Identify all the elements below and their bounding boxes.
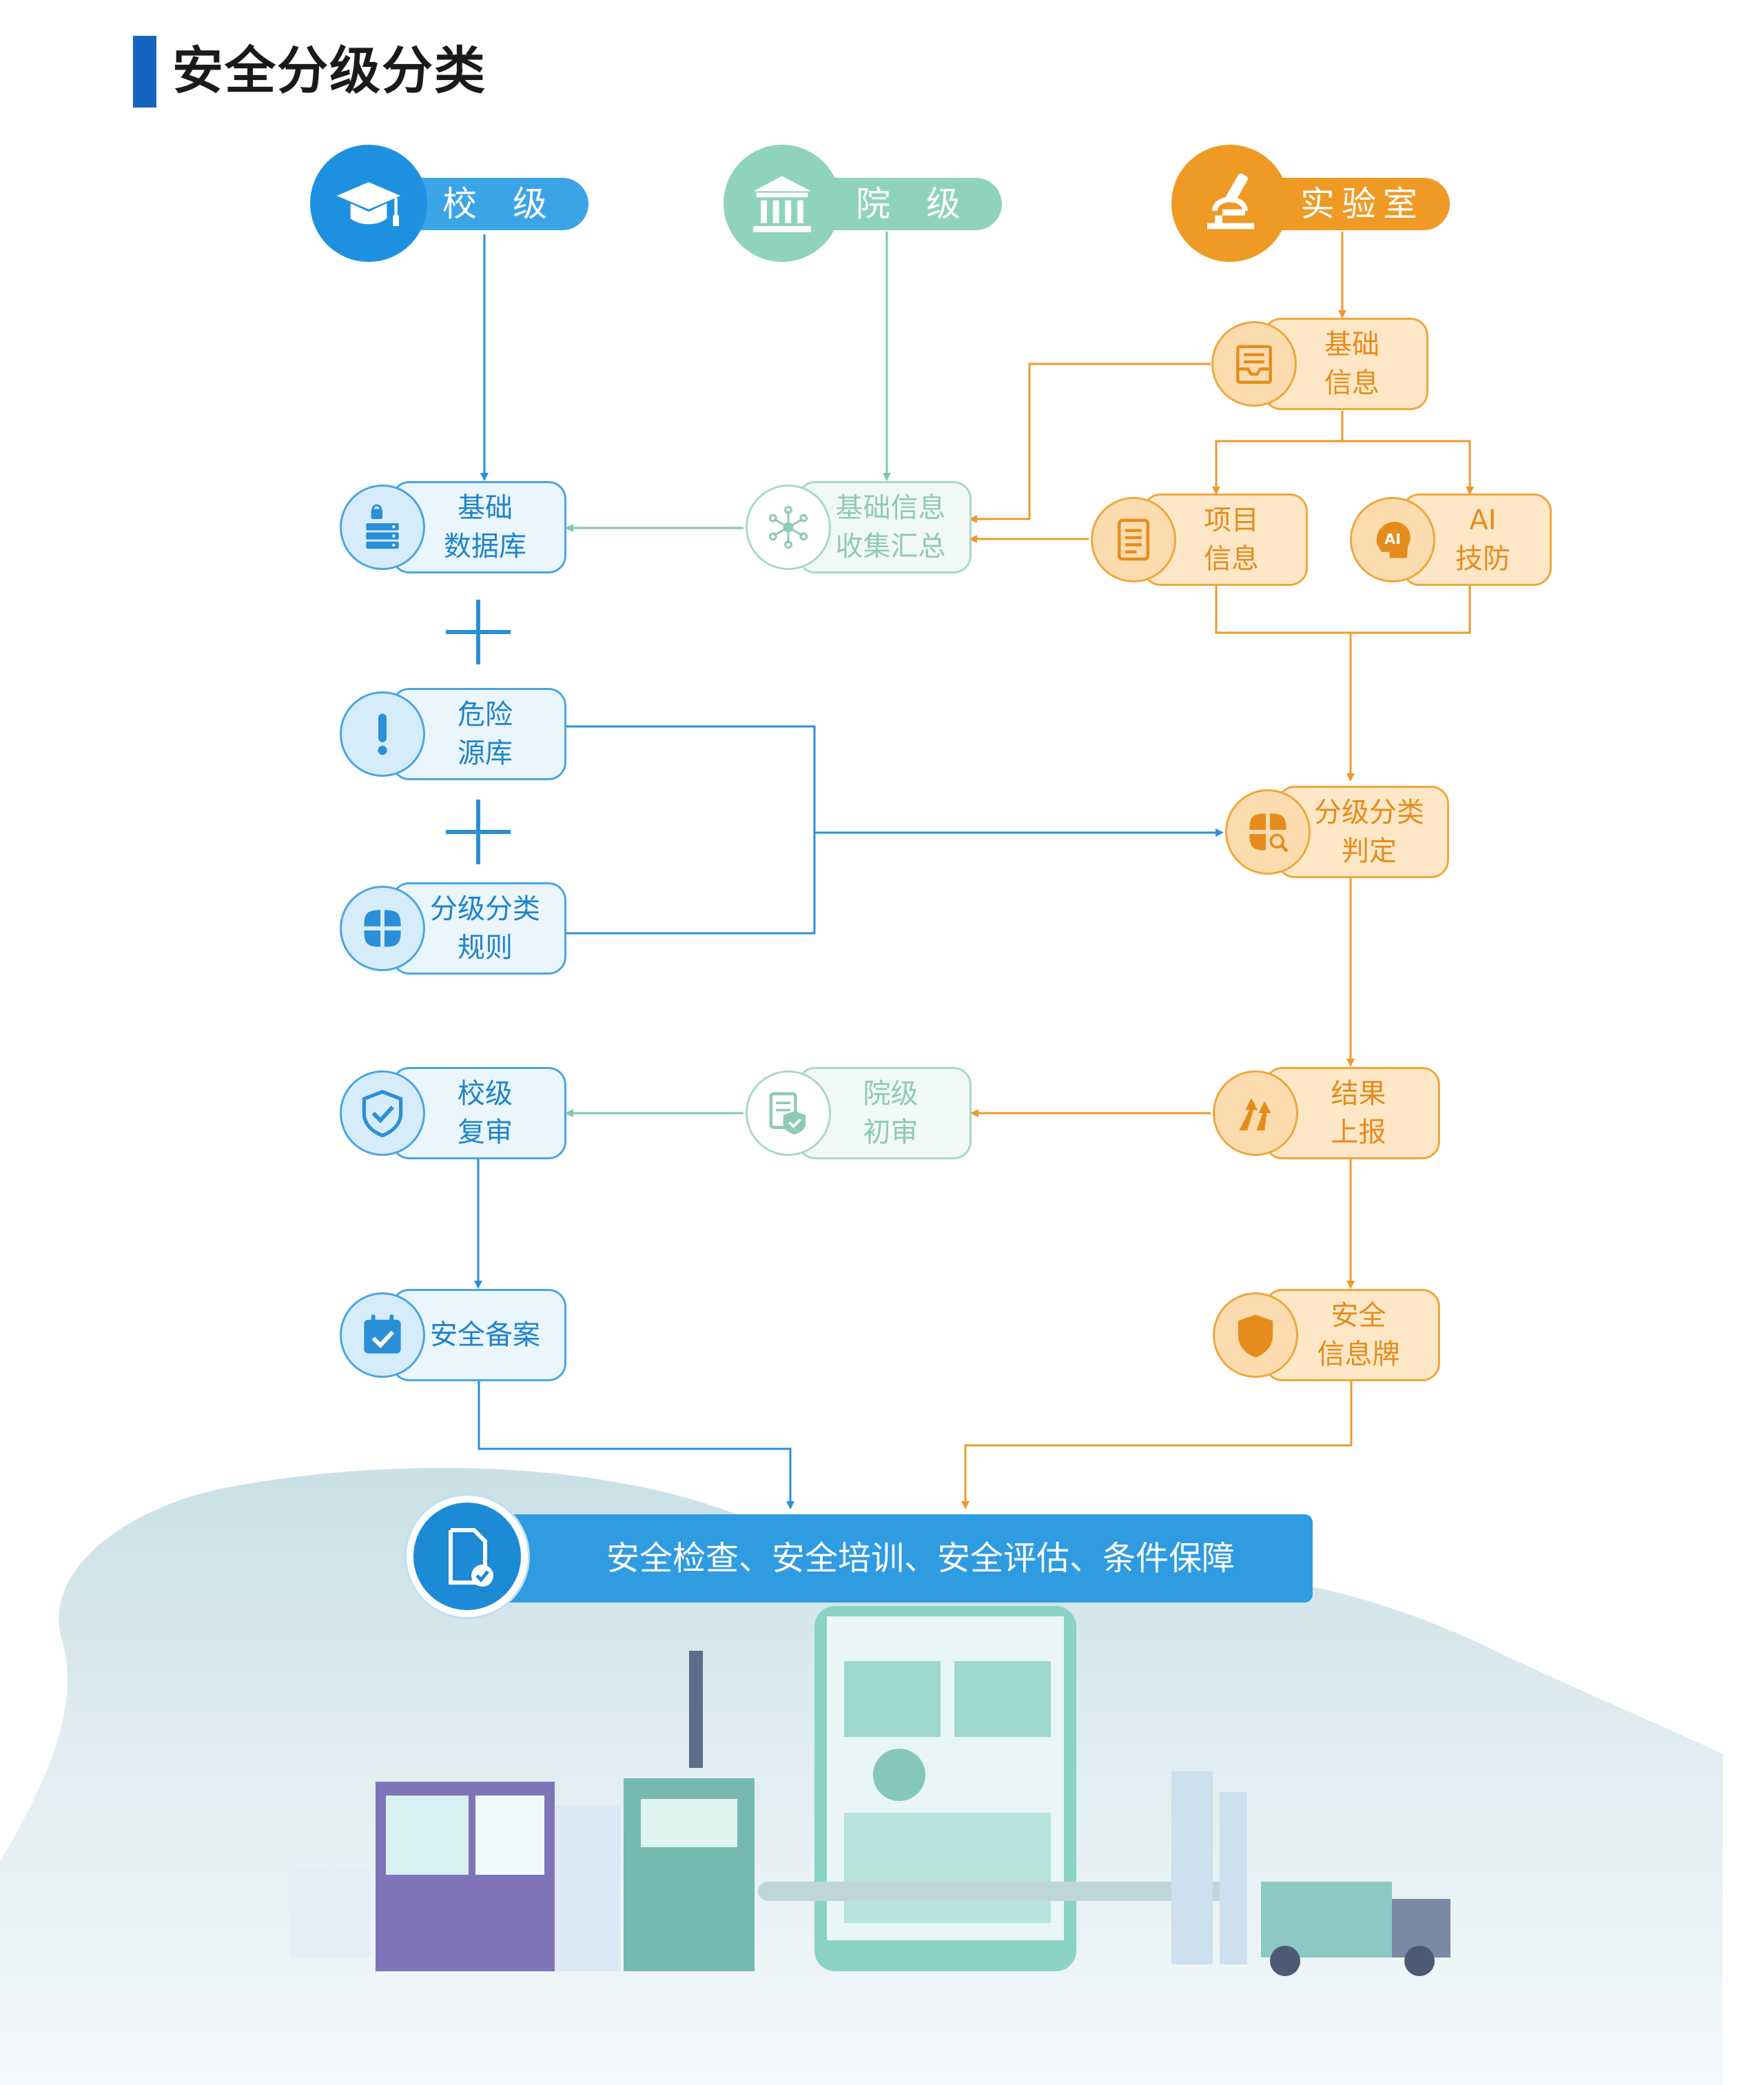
institution-building-icon [724, 145, 841, 262]
node-filing-line1: 安全备案 [430, 1319, 540, 1351]
node-report[interactable]: 结果上报 [1213, 1067, 1440, 1159]
node-filing[interactable]: 安全备案 [340, 1289, 566, 1381]
node-project-info[interactable]: 项目信息 [1091, 494, 1308, 586]
level-college-label: 院 级 [827, 178, 1002, 230]
node-ai-defense-line2: 技防 [1455, 543, 1510, 575]
node-rules[interactable]: 分级分类规则 [340, 882, 566, 975]
document-shield-icon [746, 1070, 831, 1156]
plus-sign-2 [446, 800, 511, 864]
node-judgement-line1: 分级分类 [1314, 797, 1424, 828]
node-info-board-line2: 信息牌 [1317, 1339, 1400, 1370]
node-school-review-line2: 复审 [458, 1117, 513, 1148]
title-accent-bar [133, 36, 156, 108]
node-basic-info-line1: 基础 [1324, 329, 1380, 360]
database-server-icon [340, 485, 425, 570]
node-report-line2: 上报 [1331, 1117, 1386, 1148]
microscope-icon [1171, 145, 1289, 262]
svg-text:AI: AI [1384, 531, 1401, 547]
node-hazard-db[interactable]: 危险源库 [340, 688, 566, 780]
node-project-info-line2: 信息 [1204, 543, 1259, 575]
factory-illustration [289, 1606, 1450, 1976]
node-college-review[interactable]: 院级初审 [746, 1067, 972, 1159]
petal-search-icon [1225, 789, 1311, 875]
four-petal-icon [340, 886, 425, 971]
shield-icon [1213, 1292, 1298, 1378]
node-project-info-line1: 项目 [1204, 505, 1259, 536]
node-school-review-line1: 校级 [458, 1078, 513, 1110]
node-basic-db[interactable]: 基础数据库 [340, 481, 566, 573]
node-basic-db-line2: 数据库 [444, 531, 526, 562]
node-info-collect[interactable]: 基础信息收集汇总 [746, 481, 972, 573]
document-check-icon [407, 1496, 528, 1617]
node-judgement[interactable]: 分级分类判定 [1225, 786, 1449, 878]
node-basic-info-line2: 信息 [1324, 367, 1380, 399]
calendar-check-icon [340, 1292, 425, 1378]
page-title: 安全分级分类 [172, 41, 486, 101]
node-info-collect-line1: 基础信息 [835, 492, 946, 524]
ai-head-icon: AI [1350, 497, 1435, 582]
node-ai-defense-line1: AI [1469, 505, 1497, 536]
exclamation-icon [340, 691, 425, 777]
level-lab-label: 实验室 [1275, 178, 1450, 230]
node-info-board-line1: 安全 [1331, 1300, 1386, 1332]
node-judgement-line2: 判定 [1342, 835, 1397, 867]
node-college-review-line2: 初审 [863, 1117, 919, 1148]
node-info-collect-line2: 收集汇总 [835, 531, 946, 562]
shield-check-icon [340, 1070, 425, 1156]
node-info-board[interactable]: 安全信息牌 [1213, 1289, 1440, 1381]
document-list-icon [1091, 497, 1176, 582]
node-rules-line2: 规则 [458, 932, 513, 964]
node-report-line1: 结果 [1331, 1078, 1386, 1110]
node-hazard-db-line2: 源库 [458, 738, 513, 769]
graduation-cap-icon [310, 145, 427, 262]
final-banner-text: 安全检查、安全培训、安全评估、条件保障 [606, 1539, 1235, 1578]
final-banner[interactable]: 安全检查、安全培训、安全评估、条件保障 [482, 1514, 1313, 1603]
node-hazard-db-line1: 危险 [458, 699, 513, 731]
network-hub-icon [746, 485, 831, 570]
level-school-label: 校 级 [413, 178, 588, 230]
inbox-tray-icon [1211, 321, 1297, 407]
plus-sign-1 [446, 600, 511, 664]
node-basic-info[interactable]: 基础信息 [1211, 318, 1428, 410]
upload-arrows-icon [1213, 1070, 1298, 1156]
node-rules-line1: 分级分类 [430, 893, 540, 925]
node-college-review-line1: 院级 [863, 1078, 919, 1110]
node-basic-db-line1: 基础 [458, 492, 513, 524]
node-ai-defense[interactable]: AI AI 技防 [1350, 494, 1552, 586]
node-school-review[interactable]: 校级复审 [340, 1067, 566, 1159]
